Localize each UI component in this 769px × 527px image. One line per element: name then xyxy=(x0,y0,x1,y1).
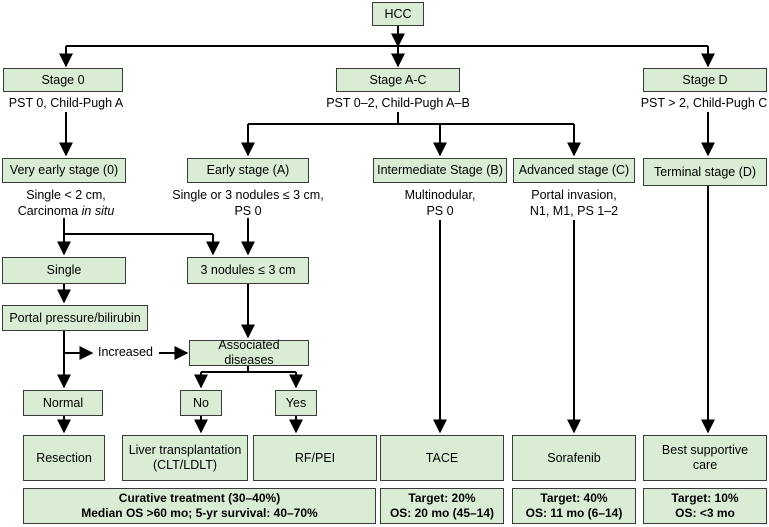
very-early-stage-description: Single < 2 cm, Carcinoma in situ xyxy=(0,188,132,219)
liver-transplantation-node: Liver transplantation (CLT/LDLT) xyxy=(122,435,248,481)
tace-outcome-line-1: Target: 20% xyxy=(408,491,476,505)
three-nodules-node: 3 nodules ≤ 3 cm xyxy=(187,257,309,284)
very-early-line-2: Carcinoma in situ xyxy=(17,203,115,218)
advanced-line-1: Portal invasion, xyxy=(531,188,617,202)
stage-ac-node: Stage A-C xyxy=(336,68,460,92)
stage-0-description: PST 0, Child-Pugh A xyxy=(8,96,124,110)
portal-pressure-node: Portal pressure/bilirubin xyxy=(2,305,148,331)
sorafenib-outcome-box: Target: 40% OS: 11 mo (6–14) xyxy=(512,488,636,524)
bsc-outcome-line-1: Target: 10% xyxy=(671,491,739,505)
tace-outcome-line-2: OS: 20 mo (45–14) xyxy=(389,506,495,520)
very-early-stage-node: Very early stage (0) xyxy=(2,158,126,183)
intermediate-line-2: PS 0 xyxy=(426,203,454,218)
sorafenib-outcome-line-1: Target: 40% xyxy=(540,491,608,505)
early-stage-node: Early stage (A) xyxy=(187,158,309,183)
curative-outcome-line-2: Median OS >60 mo; 5-yr survival: 40–70% xyxy=(81,506,318,520)
liver-transplantation-line-2: (CLT/LDLT) xyxy=(152,458,218,472)
stage-d-description: PST > 2, Child-Pugh C xyxy=(640,96,768,110)
sorafenib-outcome-line-2: OS: 11 mo (6–14) xyxy=(525,506,623,520)
intermediate-stage-node: Intermediate Stage (B) xyxy=(373,158,507,183)
very-early-line-1: Single < 2 cm, xyxy=(26,188,106,202)
hcc-node: HCC xyxy=(372,2,424,26)
early-stage-description: Single or 3 nodules ≤ 3 cm, PS 0 xyxy=(166,188,330,219)
liver-transplantation-line-1: Liver transplantation xyxy=(128,443,242,457)
in-situ-italic: in situ xyxy=(81,203,115,218)
no-node: No xyxy=(180,390,222,416)
advanced-stage-node: Advanced stage (C) xyxy=(513,158,635,183)
intermediate-stage-description: Multinodular, PS 0 xyxy=(380,188,500,219)
stage-0-node: Stage 0 xyxy=(3,68,123,92)
best-supportive-care-node: Best supportive care xyxy=(643,435,767,481)
bsc-outcome-line-2: OS: <3 mo xyxy=(675,506,735,520)
intermediate-line-1: Multinodular, xyxy=(404,188,476,202)
terminal-stage-node: Terminal stage (D) xyxy=(643,158,767,186)
bsc-outcome-box: Target: 10% OS: <3 mo xyxy=(643,488,767,524)
stage-ac-description: PST 0–2, Child-Pugh A–B xyxy=(326,96,470,110)
normal-node: Normal xyxy=(23,390,103,416)
advanced-line-2: N1, M1, PS 1–2 xyxy=(529,203,619,218)
early-line-1: Single or 3 nodules ≤ 3 cm, xyxy=(172,188,324,202)
rf-pei-node: RF/PEI xyxy=(253,435,377,481)
curative-outcome-line-1: Curative treatment (30–40%) xyxy=(118,491,281,505)
stage-d-node: Stage D xyxy=(643,68,767,92)
curative-outcome-box: Curative treatment (30–40%) Median OS >6… xyxy=(23,488,376,524)
advanced-stage-description: Portal invasion, N1, M1, PS 1–2 xyxy=(514,188,634,219)
tace-node: TACE xyxy=(380,435,504,481)
yes-node: Yes xyxy=(275,390,317,416)
resection-node: Resection xyxy=(23,435,105,481)
sorafenib-node: Sorafenib xyxy=(512,435,636,481)
best-supportive-care-line-1: Best supportive xyxy=(661,443,749,457)
increased-label: Increased xyxy=(95,345,156,359)
early-line-2: PS 0 xyxy=(234,203,262,218)
single-node: Single xyxy=(2,257,126,284)
associated-diseases-node: Associated diseases xyxy=(189,338,309,367)
tace-outcome-box: Target: 20% OS: 20 mo (45–14) xyxy=(380,488,504,524)
best-supportive-care-line-2: care xyxy=(692,458,718,472)
